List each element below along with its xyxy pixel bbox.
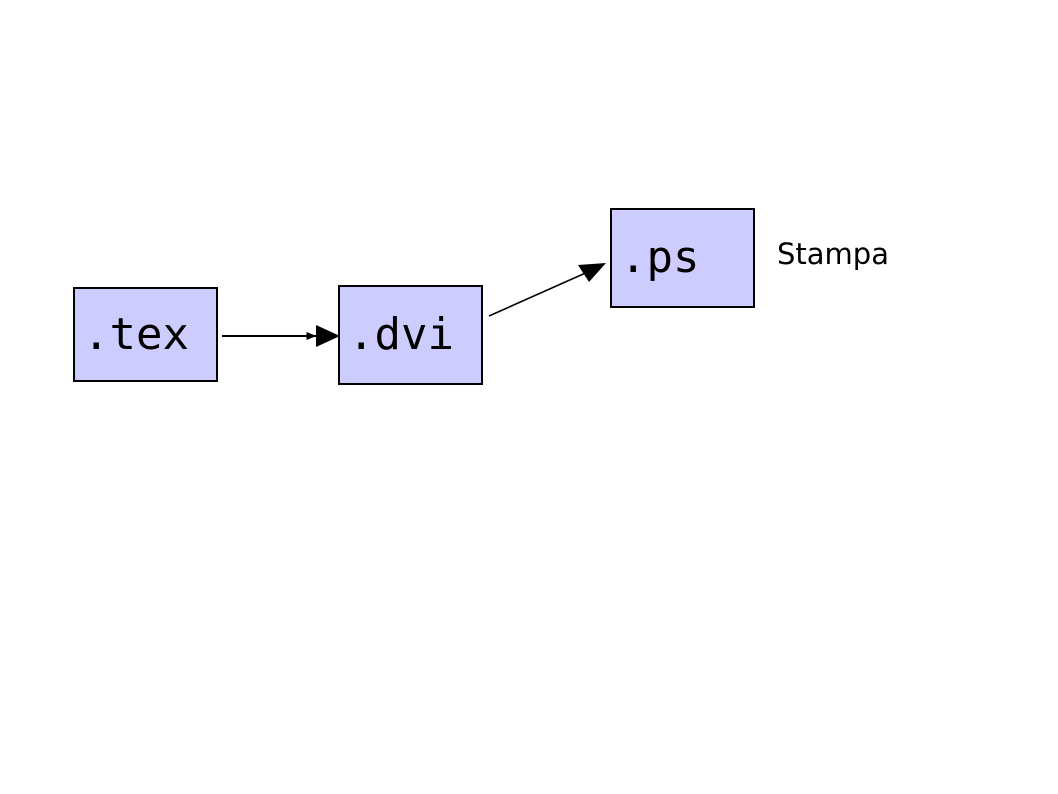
node-dvi-label: .dvi [348, 309, 454, 360]
edge-dvi-to-ps [488, 270, 591, 317]
edge-dvi-to-ps-head [578, 263, 606, 282]
annotation-stampa: Stampa [777, 237, 889, 271]
edge-tex-to-dvi-head [316, 325, 340, 347]
node-ps-label: .ps [620, 232, 700, 283]
node-dvi[interactable]: .dvi [338, 285, 483, 385]
node-tex-label: .tex [83, 308, 189, 360]
node-ps[interactable]: .ps [610, 208, 755, 308]
node-tex[interactable]: .tex [73, 287, 218, 382]
